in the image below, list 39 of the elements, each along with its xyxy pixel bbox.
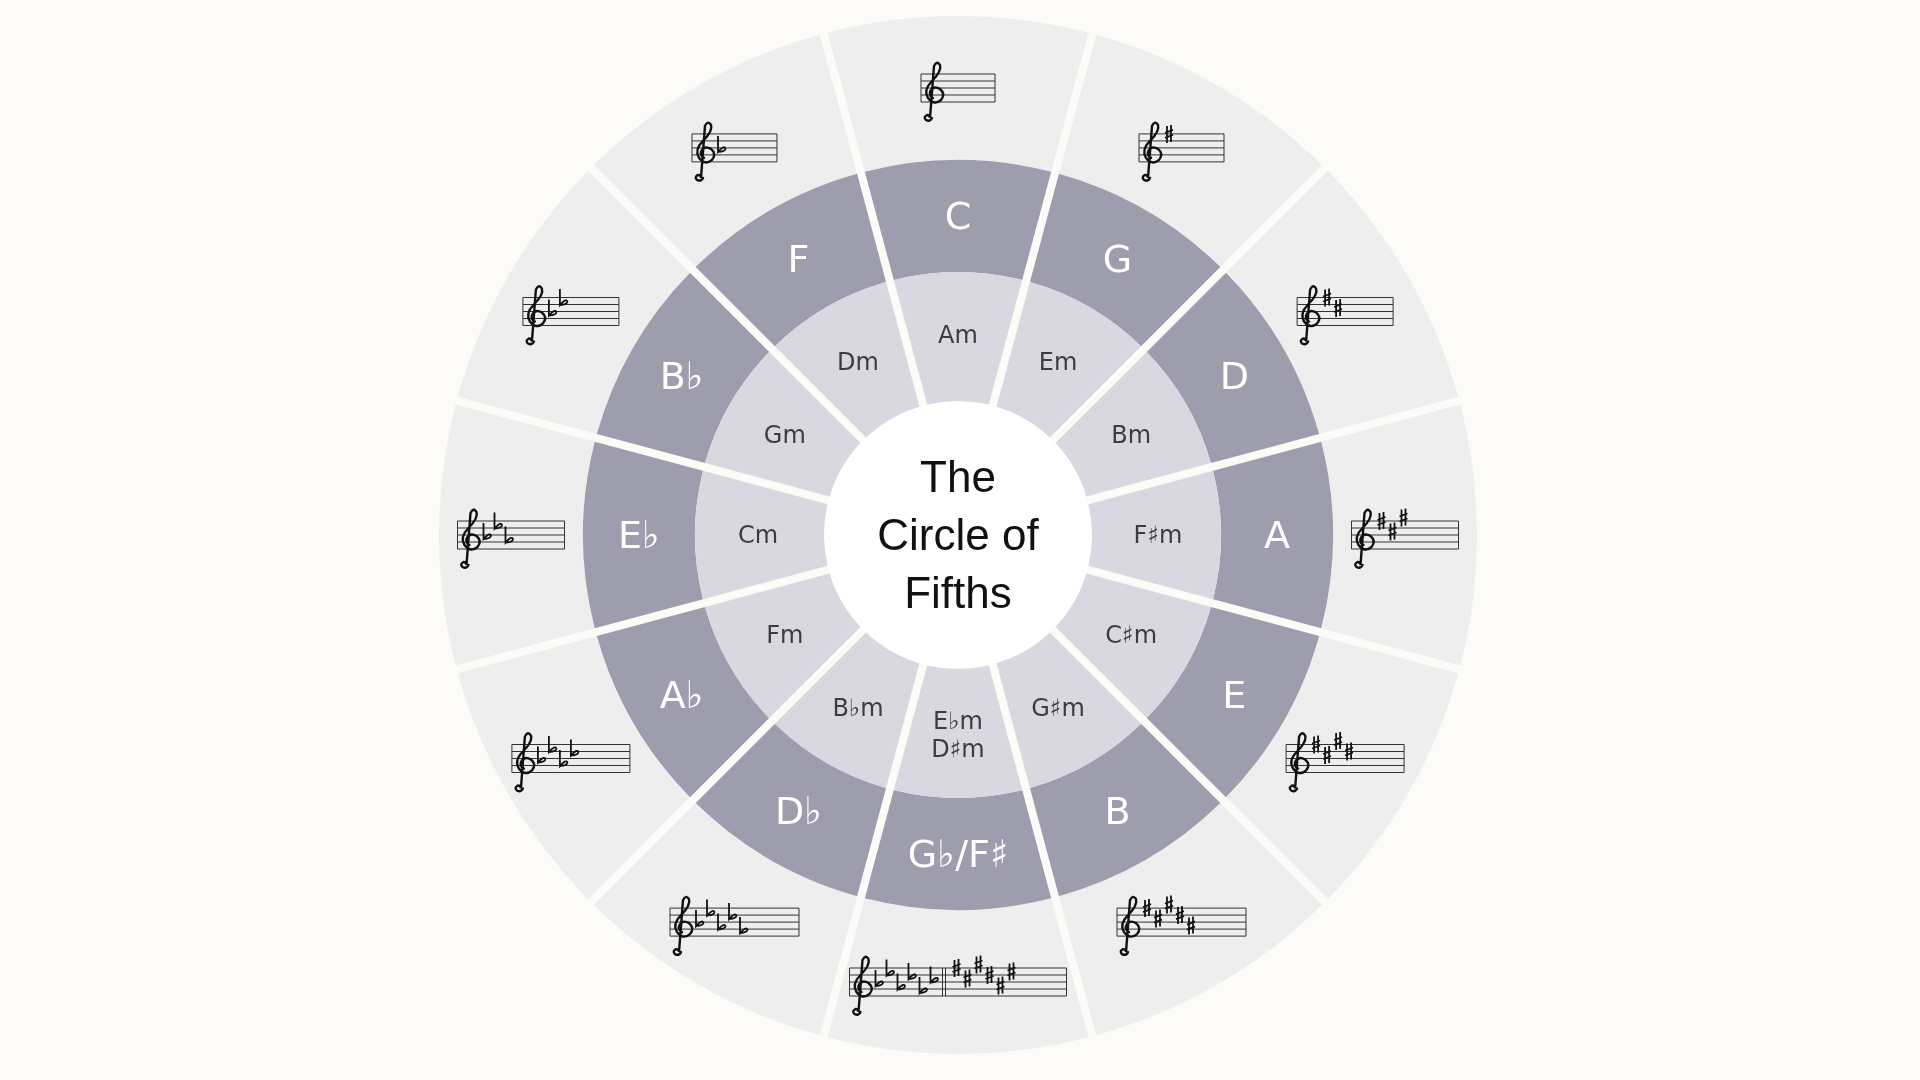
major-key-segment — [695, 723, 887, 897]
major-key-segment — [1213, 441, 1333, 629]
major-key-segment — [864, 790, 1052, 910]
major-key-name: D♭ — [774, 789, 823, 834]
minor-key-segment — [893, 665, 1023, 798]
minor-key-name: D♯m — [931, 734, 985, 763]
major-key-name: G — [1102, 236, 1133, 281]
major-key-segment — [1029, 723, 1221, 897]
major-key-name: D — [1219, 353, 1249, 398]
minor-key-name: F♯m — [1133, 521, 1183, 549]
minor-key-name: Gm — [763, 421, 806, 449]
minor-key-name: Fm — [766, 621, 804, 649]
major-key-name: E♭ — [618, 513, 660, 557]
minor-key-name: Em — [1038, 347, 1078, 376]
major-key-name: E — [1222, 672, 1247, 717]
minor-key-segment — [893, 272, 1023, 405]
major-key-name: G♭/F♯ — [907, 832, 1009, 876]
minor-key-name: E♭m — [933, 707, 983, 736]
minor-key-segment — [695, 470, 828, 600]
major-key-name: B♭ — [659, 353, 704, 398]
major-key-name: C — [944, 194, 972, 238]
minor-key-name: Cm — [737, 521, 779, 549]
major-key-name: A — [1264, 513, 1290, 557]
major-key-segment — [596, 606, 770, 798]
major-key-segment — [695, 173, 887, 347]
minor-key-name: Dm — [837, 347, 879, 376]
minor-key-name: Bm — [1111, 421, 1152, 449]
major-key-segment — [864, 160, 1052, 280]
major-key-segment — [1029, 173, 1221, 347]
major-key-name: A♭ — [659, 672, 704, 717]
minor-key-segment — [1088, 470, 1221, 600]
minor-key-name: Am — [938, 321, 978, 349]
minor-key-name: B♭m — [832, 694, 884, 723]
diagram-title: The Circle of Fifths — [876, 451, 1040, 619]
minor-key-name: C♯m — [1105, 621, 1158, 649]
major-key-name: B — [1104, 789, 1131, 834]
major-key-name: F — [787, 236, 810, 281]
minor-key-name: G♯m — [1031, 694, 1085, 723]
major-key-segment — [583, 441, 703, 629]
